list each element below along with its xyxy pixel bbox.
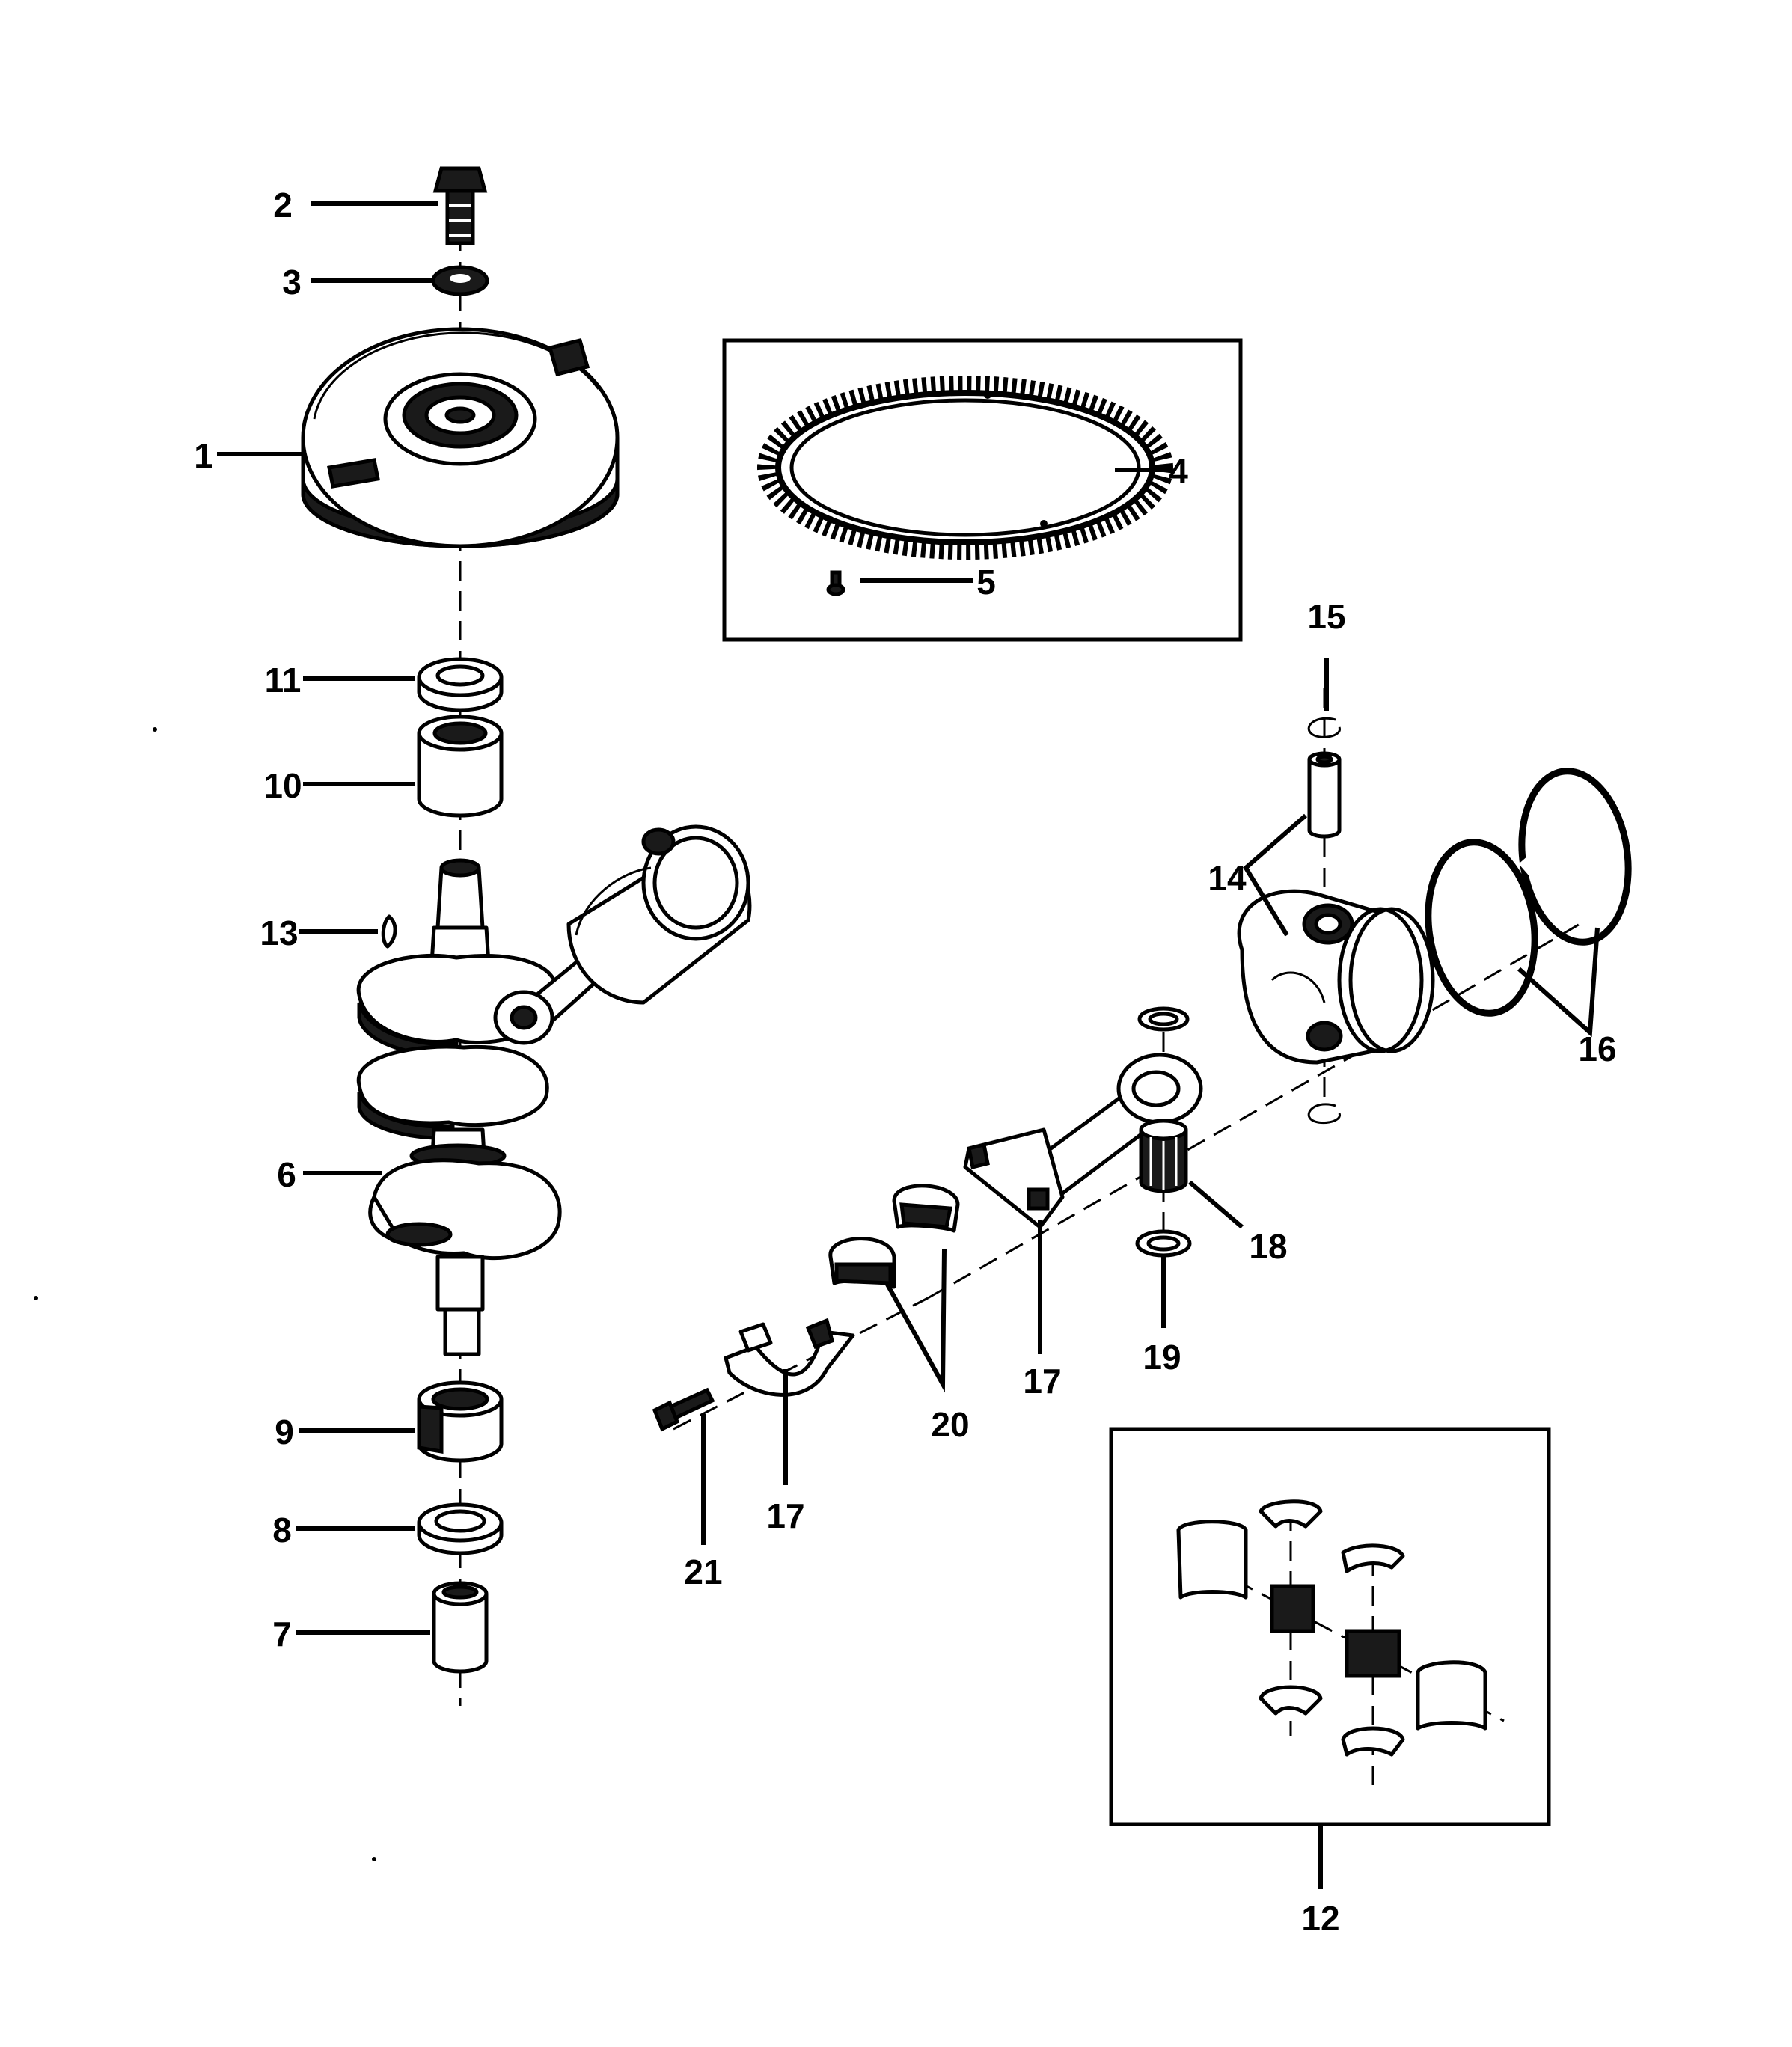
scan-speck <box>34 1296 38 1300</box>
scan-speck <box>372 1857 376 1861</box>
callout-7: 7 <box>272 1615 292 1653</box>
part-3-washer[interactable] <box>431 265 489 296</box>
callout-1: 1 <box>194 436 213 475</box>
callout-21: 21 <box>684 1552 722 1591</box>
part-11-seal[interactable] <box>417 657 504 712</box>
part-7-sleeve[interactable] <box>432 1581 489 1674</box>
ring-axis <box>1406 919 1587 1026</box>
part-17-connecting-rod[interactable] <box>963 1053 1203 1229</box>
leader-14 <box>1243 813 1307 937</box>
part-14-piston[interactable] <box>1237 889 1435 1065</box>
callout-17-upper: 17 <box>1023 1362 1061 1401</box>
part-2-bolt[interactable] <box>432 166 488 245</box>
callout-15: 15 <box>1307 597 1345 636</box>
callout-9: 9 <box>275 1413 294 1451</box>
part-8-seal[interactable] <box>417 1502 504 1555</box>
part-20-bearing-half-lower[interactable] <box>828 1237 896 1289</box>
part-19-thrust-washer[interactable] <box>1135 1229 1192 1258</box>
callout-2: 2 <box>273 186 293 224</box>
part-18-needle-bearing[interactable] <box>1139 1119 1188 1193</box>
crank-piston-rod-assembly[interactable] <box>493 824 752 1045</box>
callout-10: 10 <box>263 766 302 805</box>
part-17-rod-cap[interactable] <box>724 1318 855 1397</box>
callout-12: 12 <box>1301 1899 1339 1938</box>
callout-8: 8 <box>272 1511 292 1549</box>
part-10-bearing[interactable] <box>417 715 504 818</box>
part-9-bearing[interactable] <box>417 1380 504 1463</box>
part-15-pin-clip-lower[interactable] <box>1307 1103 1341 1125</box>
callout-4: 4 <box>1169 452 1188 491</box>
part-21-cap-screw[interactable] <box>652 1387 715 1432</box>
part-16-piston-rings[interactable] <box>1418 764 1639 1020</box>
part-4-ring-gear[interactable] <box>757 376 1173 560</box>
rod-small-end-washer-upper[interactable] <box>1137 1006 1190 1032</box>
callout-5: 5 <box>976 563 996 602</box>
part-5-screw[interactable] <box>826 570 845 596</box>
callout-20: 20 <box>931 1405 969 1444</box>
callout-3: 3 <box>282 263 302 302</box>
callout-17-lower: 17 <box>766 1496 804 1535</box>
callout-19: 19 <box>1143 1338 1181 1377</box>
callout-6: 6 <box>277 1155 296 1194</box>
part-13-key[interactable] <box>381 914 397 949</box>
ring-gear-inset-frame <box>722 338 1243 642</box>
callout-16: 16 <box>1578 1029 1616 1068</box>
callout-11: 11 <box>265 661 302 700</box>
part-20-bearing-half-upper[interactable] <box>892 1184 960 1233</box>
callout-14: 14 <box>1208 859 1247 898</box>
leader-18 <box>1188 1180 1244 1229</box>
callout-13: 13 <box>260 914 298 952</box>
part-15-pin-clip[interactable] <box>1307 717 1341 738</box>
part-14-wrist-pin[interactable] <box>1307 751 1342 839</box>
part-12-bearing-kit[interactable] <box>1176 1499 1505 1796</box>
rod-cap-centerline <box>673 1297 929 1431</box>
leader-20 <box>884 1249 947 1393</box>
bearing-kit-inset-frame <box>1109 1427 1551 1826</box>
callout-18: 18 <box>1249 1227 1287 1266</box>
part-1-flywheel[interactable] <box>301 327 620 548</box>
scan-speck <box>153 727 157 732</box>
leader-16 <box>1517 927 1600 1038</box>
